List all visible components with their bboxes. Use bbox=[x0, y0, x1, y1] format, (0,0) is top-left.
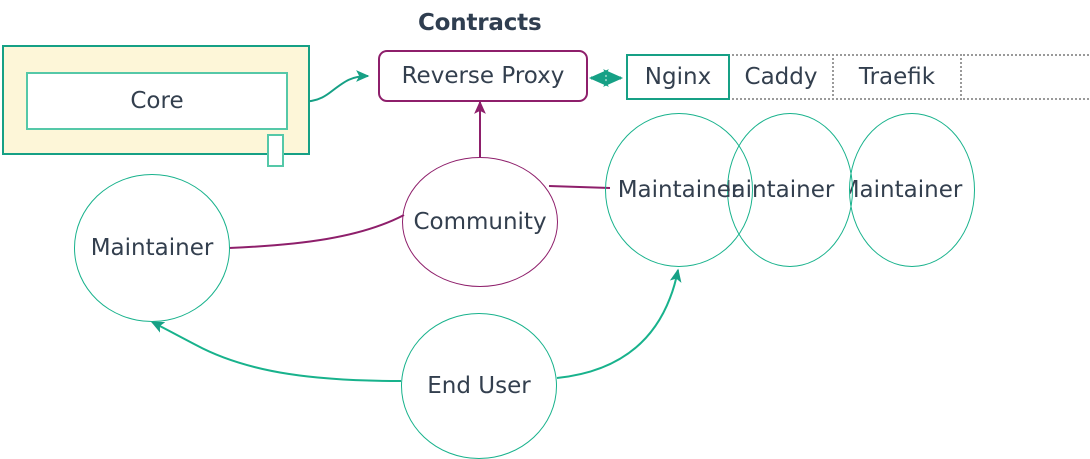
core-package[interactable]: Core bbox=[2, 45, 310, 167]
core-inner-box[interactable]: Core bbox=[26, 72, 288, 130]
core-port-handle[interactable] bbox=[267, 134, 284, 167]
edge-end-user-to-maintainer-right bbox=[556, 268, 682, 379]
maintainer-left-label: Maintainer bbox=[90, 235, 214, 261]
end-user-label: End User bbox=[427, 373, 531, 399]
contracts-group-label: Contracts bbox=[418, 10, 542, 36]
reverse-proxy-label: Reverse Proxy bbox=[401, 63, 565, 89]
node-maintainer-3[interactable]: Maintainer bbox=[849, 113, 975, 267]
impl-label-traefik: Traefik bbox=[858, 64, 936, 90]
community-label: Community bbox=[413, 209, 547, 235]
maintainer-1-label: Maintainer bbox=[617, 177, 741, 203]
impl-box-empty[interactable] bbox=[960, 54, 1090, 100]
edge-community-to-maintainer-right bbox=[548, 185, 611, 189]
impl-box-traefik[interactable]: Traefik bbox=[832, 54, 962, 100]
impl-label-caddy: Caddy bbox=[744, 64, 818, 90]
node-end-user[interactable]: End User bbox=[401, 313, 557, 459]
core-label: Core bbox=[130, 88, 184, 114]
maintainer-3-label: Maintainer bbox=[849, 177, 963, 203]
impl-box-nginx[interactable]: Nginx bbox=[626, 54, 730, 100]
impl-label-nginx: Nginx bbox=[644, 64, 712, 90]
node-maintainer-left[interactable]: Maintainer bbox=[74, 174, 230, 322]
node-reverse-proxy[interactable]: Reverse Proxy bbox=[378, 50, 588, 102]
node-community[interactable]: Community bbox=[402, 157, 558, 287]
edge-end-user-to-maintainer-left bbox=[150, 321, 402, 382]
impl-box-caddy[interactable]: Caddy bbox=[728, 54, 834, 100]
node-maintainer-1[interactable]: Maintainer bbox=[605, 113, 753, 267]
edge-community-to-maintainer-left bbox=[228, 214, 405, 249]
